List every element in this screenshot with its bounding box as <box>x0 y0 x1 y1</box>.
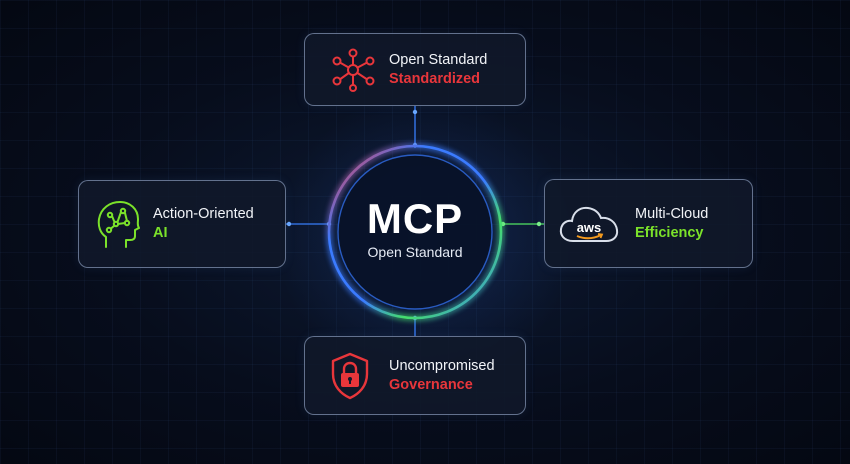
node-card-action-oriented[interactable]: Action-Oriented AI <box>78 180 286 268</box>
hub-subtitle: Open Standard <box>367 244 463 260</box>
node-title: Multi-Cloud <box>635 205 709 222</box>
shield-lock-icon <box>325 352 375 400</box>
hub-title: MCP <box>366 195 464 242</box>
node-subtitle: AI <box>153 225 168 241</box>
ai-head-icon <box>93 199 143 249</box>
node-subtitle: Governance <box>389 376 473 393</box>
node-title: Action-Oriented <box>153 206 254 222</box>
connector-dot <box>286 221 292 227</box>
node-card-multi-cloud[interactable]: aws Multi-Cloud Efficiency <box>544 179 753 268</box>
connector-dot <box>536 221 542 227</box>
node-title: Open Standard <box>389 51 488 68</box>
node-subtitle: Efficiency <box>635 224 704 241</box>
network-nodes-icon <box>327 48 379 92</box>
aws-cloud-icon: aws <box>557 201 621 247</box>
svg-text:aws: aws <box>577 220 602 235</box>
hub-ring <box>327 144 503 320</box>
hub-inner-ring <box>337 154 493 310</box>
connector-dot <box>412 109 418 115</box>
node-card-uncompromised[interactable]: Uncompromised Governance <box>304 336 526 415</box>
node-card-open-standard[interactable]: Open Standard Standardized <box>304 33 526 106</box>
node-subtitle: Standardized <box>389 70 481 87</box>
node-title: Uncompromised <box>389 357 495 374</box>
